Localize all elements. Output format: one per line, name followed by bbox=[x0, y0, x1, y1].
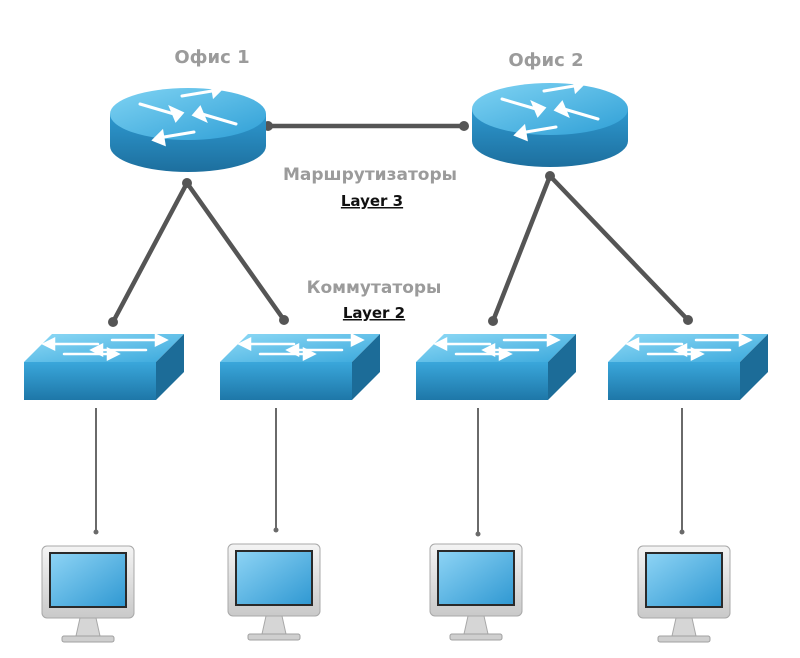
switch-icon bbox=[22, 332, 186, 402]
router-icon bbox=[108, 82, 268, 174]
switches-layer-label: Layer 2 bbox=[343, 304, 405, 322]
pc-cables bbox=[95, 408, 683, 534]
router-icon bbox=[470, 77, 630, 169]
office-2-label: Офис 2 bbox=[508, 50, 583, 71]
link-r2-s3 bbox=[490, 173, 553, 324]
computer-monitor-icon bbox=[637, 545, 731, 643]
office-1-label: Офис 1 bbox=[174, 47, 249, 68]
routers-layer-label: Layer 3 bbox=[341, 192, 403, 210]
computer-monitor-icon bbox=[429, 543, 523, 641]
switch-icon bbox=[414, 332, 578, 402]
link-r2-s4 bbox=[547, 173, 691, 323]
switch-icon bbox=[606, 332, 770, 402]
link-r1-s2 bbox=[184, 180, 287, 323]
computer-monitor-icon bbox=[41, 545, 135, 643]
computer-monitor-icon bbox=[227, 543, 321, 641]
links bbox=[110, 123, 691, 325]
link-r1-s1 bbox=[110, 180, 190, 325]
switches-caption: Коммутаторы bbox=[307, 278, 442, 298]
link-endpoints bbox=[108, 121, 693, 327]
switch-icon bbox=[218, 332, 382, 402]
routers-caption: Маршрутизаторы bbox=[283, 165, 457, 185]
